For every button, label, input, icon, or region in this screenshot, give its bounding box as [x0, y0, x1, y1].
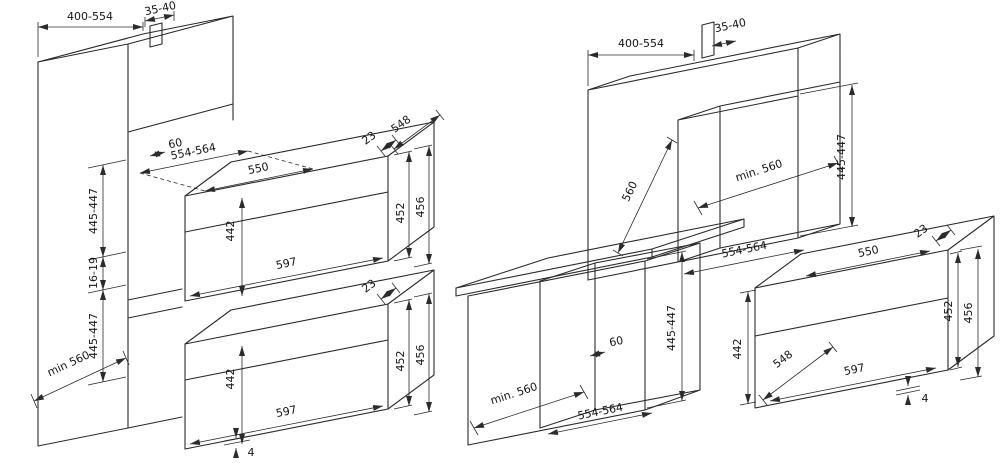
dim-upper-min-depth — [697, 162, 839, 209]
label-recess-offset: 60 — [167, 136, 183, 152]
oven-unit-outline — [754, 215, 995, 409]
dim-min-depth — [33, 357, 127, 402]
label-total-height-upper: 456 — [414, 197, 427, 218]
dim-niche-width — [139, 150, 249, 174]
upper-oven-outline — [184, 121, 435, 302]
dim-lower-min-depth — [473, 391, 585, 429]
right-dimension-lines — [469, 40, 983, 436]
label-recess-offset: 60 — [608, 334, 624, 350]
wall-strip — [701, 21, 715, 59]
cabinet-column — [37, 15, 234, 447]
label-inner-width: 550 — [857, 243, 880, 260]
label-wall-gap: 35-40 — [713, 16, 747, 35]
left-dimension-lines — [30, 11, 445, 458]
label-inner-width: 550 — [247, 160, 270, 177]
label-total-height-lower: 456 — [414, 345, 427, 366]
left-dimension-labels: 400-554 35-40 60 554-564 550 548 23 452 … — [45, 0, 427, 459]
dim-door-offset — [935, 229, 952, 242]
right-figure: 400-554 35-40 min. 560 445-447 560 554-5… — [455, 16, 995, 446]
label-lower-min-depth: min. 560 — [489, 380, 539, 407]
label-depth: 548 — [389, 113, 414, 136]
niche-projection-dashed — [139, 150, 314, 192]
label-oven-width: 597 — [843, 361, 866, 378]
dim-oven-width-upper — [189, 256, 384, 298]
dim-side-depth — [617, 139, 673, 254]
label-niche-width-upper: 554-564 — [720, 239, 768, 261]
lower-oven-outline — [184, 269, 435, 450]
label-oven-height-upper: 442 — [224, 221, 237, 242]
dim-depth — [393, 114, 441, 150]
label-top-width: 400-554 — [67, 10, 113, 23]
right-extension-lines — [469, 50, 983, 436]
label-oven-width-upper: 597 — [275, 255, 298, 272]
dim-door-offset-upper — [380, 139, 397, 152]
label-bottom-gap: 4 — [922, 392, 929, 405]
right-dimension-labels: 400-554 35-40 min. 560 445-447 560 554-5… — [489, 16, 975, 423]
dim-inner-width — [204, 168, 314, 192]
label-depth: 548 — [771, 348, 796, 371]
label-total-height: 456 — [962, 303, 975, 324]
label-niche-height-upper: 445-447 — [87, 188, 100, 234]
label-upper-min-depth: min. 560 — [734, 157, 784, 184]
label-niche-height-lower: 445-447 — [87, 313, 100, 359]
upper-oven — [184, 121, 435, 302]
label-body-height: 452 — [942, 301, 955, 322]
dim-door-offset-lower — [380, 287, 397, 300]
lower-oven — [184, 269, 435, 450]
label-oven-height-lower: 442 — [224, 369, 237, 390]
label-door-offset-lower: 23 — [359, 277, 378, 296]
label-min-depth: min 560 — [45, 348, 92, 379]
dim-niche-width-upper — [683, 249, 805, 275]
dim-recess-offset — [149, 150, 166, 158]
dim-recess-offset — [589, 350, 606, 358]
dim-inner-width — [805, 250, 931, 277]
label-top-width: 400-554 — [618, 37, 664, 50]
label-oven-height: 442 — [731, 339, 744, 360]
label-body-height-lower: 452 — [394, 351, 407, 372]
label-oven-width-lower: 597 — [275, 403, 298, 420]
dim-depth — [762, 346, 834, 401]
label-niche-height-lower: 445-447 — [665, 305, 678, 351]
base-cabinet — [467, 242, 701, 446]
dim-wall-gap — [711, 40, 737, 47]
dim-oven-width-lower — [189, 404, 384, 446]
label-bottom-gap: 4 — [248, 446, 255, 459]
wall-cabinet-outline — [587, 33, 841, 281]
label-door-offset: 23 — [911, 222, 930, 241]
cabinet-column-outline — [37, 15, 234, 447]
dim-wall-gap — [144, 14, 175, 22]
label-niche-height-upper: 445-447 — [835, 134, 848, 180]
label-side-depth: 560 — [619, 179, 640, 204]
base-cabinet-outline — [467, 242, 701, 446]
wall-cabinet — [587, 21, 841, 281]
left-figure: 400-554 35-40 60 554-564 550 548 23 452 … — [30, 0, 445, 459]
label-body-height-upper: 452 — [394, 203, 407, 224]
label-door-offset-upper: 23 — [359, 129, 378, 148]
dim-oven-width — [769, 367, 937, 402]
oven-unit — [754, 215, 995, 409]
label-shelf-gap: 16-19 — [87, 257, 100, 289]
wall-strip — [149, 22, 163, 48]
dim-niche-width-lower — [547, 412, 653, 435]
